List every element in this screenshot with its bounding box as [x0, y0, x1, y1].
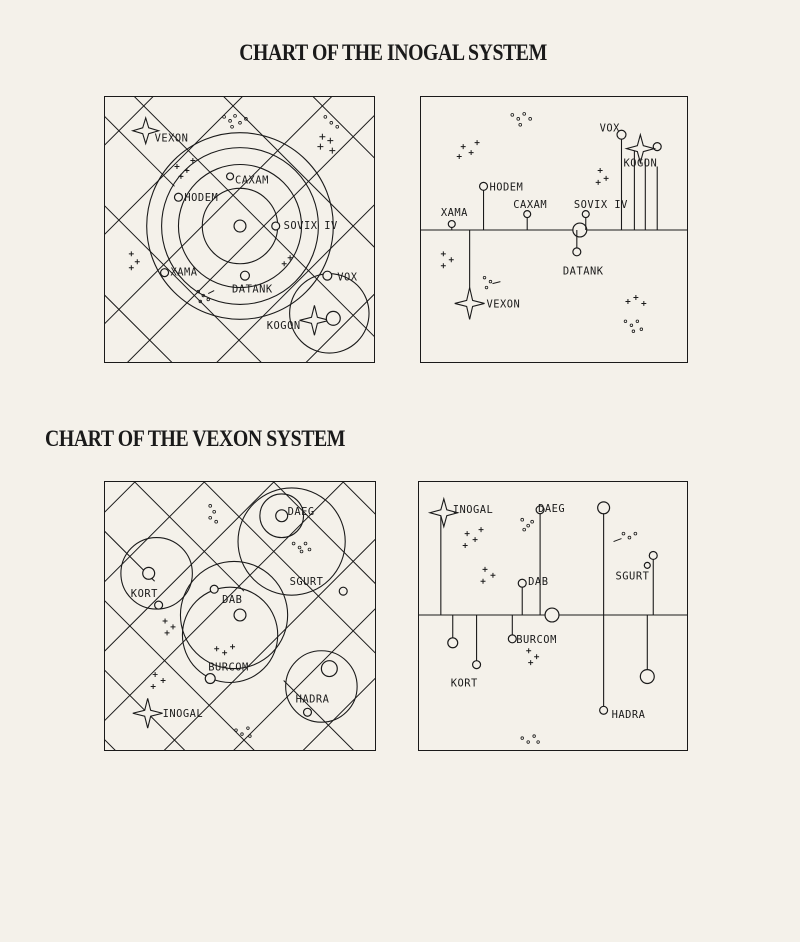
- vexon-system-side-view: INOGAL DAEG DAB SGURT BURCOM KORT HADRA: [418, 481, 688, 751]
- vexon-map-graphic: DAEG KORT SGURT DAB BURCOM HADRA INOGAL: [105, 482, 375, 750]
- label-xama: XAMA: [171, 267, 198, 279]
- label-sovix: SOVIX IV: [574, 199, 628, 211]
- label-burcom: BURCOM: [516, 634, 557, 646]
- planet-stalks: [451, 134, 658, 301]
- inogal-sun: [572, 222, 588, 238]
- planet-caxam: [226, 172, 235, 181]
- label-vexon: VEXON: [487, 298, 521, 310]
- label-kort: KORT: [131, 588, 158, 600]
- label-kogon: KOGON: [267, 320, 301, 332]
- label-dab: DAB: [222, 594, 242, 606]
- star-clusters: [440, 112, 647, 333]
- inogal-star-icon: [132, 698, 163, 729]
- label-dab: DAB: [528, 576, 548, 588]
- label-kort: KORT: [451, 677, 478, 689]
- label-vox: VOX: [600, 123, 621, 135]
- label-kogon: KOGON: [623, 157, 657, 169]
- hadra-planet: [320, 660, 338, 678]
- planet-datank: [239, 270, 251, 281]
- inogal-sun: [233, 219, 247, 233]
- star-clusters: [150, 504, 312, 738]
- kogon-star-icon: [299, 305, 330, 336]
- daeg-planet: [275, 509, 289, 523]
- label-sgurt: SGURT: [290, 576, 324, 588]
- star-clusters: [128, 114, 340, 304]
- inogal-map-graphic: VEXON CAXAM HODEM SOVIX IV XAMA DATANK V…: [105, 97, 374, 362]
- planet-xama: [160, 268, 170, 278]
- label-daeg: DAEG: [538, 503, 565, 515]
- label-caxam: CAXAM: [513, 199, 547, 211]
- inogal-side-graphic: VOX KOGON HODEM XAMA CAXAM SOVIX IV DATA…: [421, 112, 687, 333]
- inogal-system-side-view: VOX KOGON HODEM XAMA CAXAM SOVIX IV DATA…: [420, 96, 688, 363]
- label-xama: XAMA: [441, 207, 468, 219]
- dab-planet: [233, 608, 247, 622]
- vexon-side-graphic: INOGAL DAEG DAB SGURT BURCOM KORT HADRA: [419, 496, 687, 744]
- planet-sovix: [271, 221, 281, 231]
- label-burcom: BURCOM: [208, 662, 249, 674]
- label-hadra: HADRA: [296, 693, 330, 705]
- inogal-star-icon: [427, 496, 460, 529]
- planet-vox: [322, 270, 333, 281]
- planet-stalks: [440, 509, 654, 709]
- label-vexon: VEXON: [155, 133, 189, 145]
- vexon-sun: [544, 607, 560, 623]
- label-hodem: HODEM: [184, 192, 218, 204]
- label-datank: DATANK: [563, 266, 604, 278]
- label-vox: VOX: [337, 272, 358, 284]
- label-hadra: HADRA: [612, 709, 646, 721]
- label-inogal: INOGAL: [163, 708, 204, 720]
- vexon-star-icon: [454, 287, 485, 320]
- label-datank: DATANK: [232, 284, 273, 296]
- inogal-chart-title: CHART OF THE INOGAL SYSTEM: [239, 40, 547, 65]
- planet-hodem: [173, 192, 184, 202]
- label-sovix: SOVIX IV: [284, 220, 338, 232]
- label-hodem: HODEM: [489, 181, 523, 193]
- kogon-star-icon: [624, 132, 657, 165]
- vexon-system-map: DAEG KORT SGURT DAB BURCOM HADRA INOGAL: [104, 481, 376, 751]
- vexon-star-icon: [130, 115, 161, 146]
- label-caxam: CAXAM: [235, 174, 269, 186]
- star-clusters: [462, 517, 638, 744]
- kort-planet: [142, 566, 156, 580]
- inogal-system-map: VEXON CAXAM HODEM SOVIX IV XAMA DATANK V…: [104, 96, 375, 363]
- map-grid: [105, 482, 375, 750]
- label-inogal: INOGAL: [453, 504, 494, 516]
- kogon-planet: [325, 310, 341, 326]
- label-daeg: DAEG: [288, 506, 315, 518]
- map-grid: [105, 97, 374, 362]
- label-sgurt: SGURT: [616, 570, 650, 582]
- vexon-chart-title: CHART OF THE VEXON SYSTEM: [45, 426, 345, 451]
